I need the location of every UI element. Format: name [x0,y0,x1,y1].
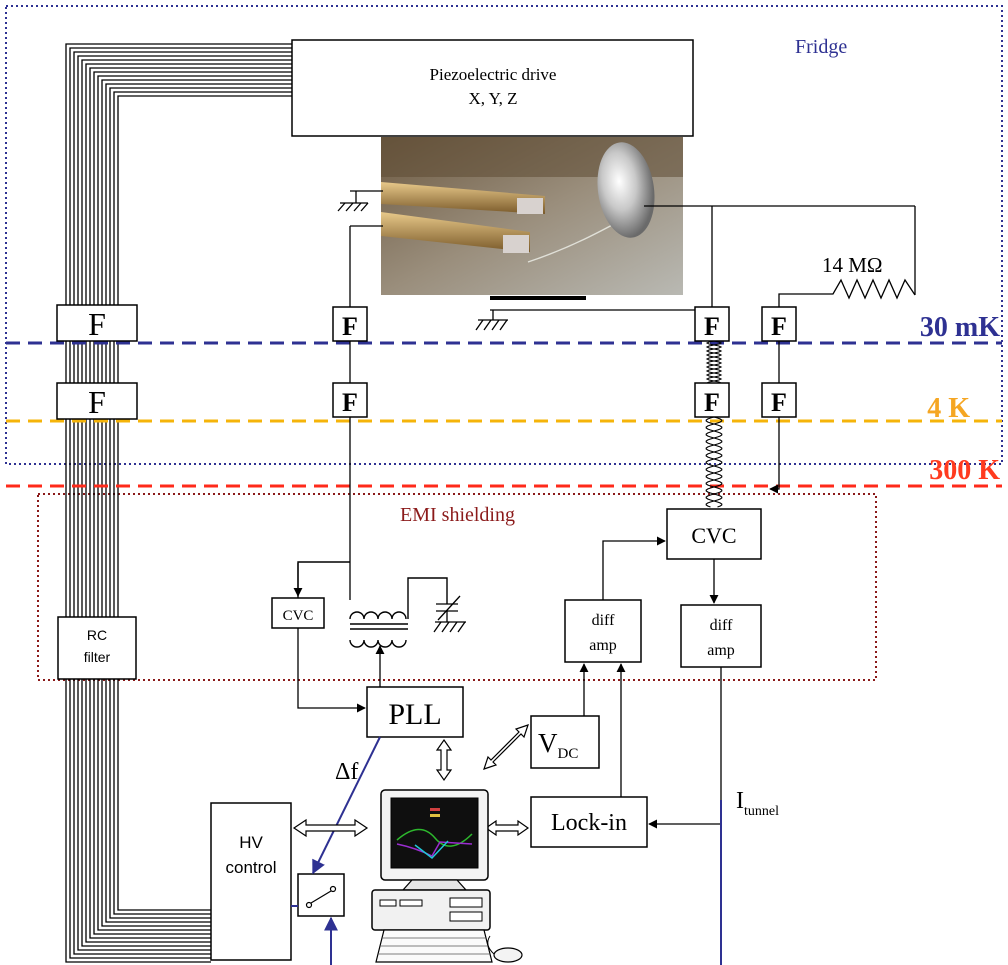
switch-box [298,874,344,916]
diff-amp-label: diff [592,612,615,629]
emi-shield-label: EMI shielding [400,504,515,526]
rc-filter-label: RC [87,627,107,643]
filter-label: F [342,388,358,417]
piezo-drive-box [292,40,693,136]
bundle-wire [102,80,292,926]
diff-amp-label: diff [710,617,733,634]
temp-300k: 300 K [929,455,1000,486]
variable-capacitor-symbol [434,596,466,632]
bundle-wire [114,92,292,914]
filter-label: F [771,388,787,417]
fridge-label: Fridge [795,36,847,58]
bundle-wire [98,76,292,930]
bundle-wire [110,88,292,918]
hv-control-label-2: control [225,858,276,877]
bundle-wire [106,84,292,922]
twisted-pair-upper [707,341,721,383]
lockin-label: Lock-in [551,810,627,836]
ground-symbol-top [338,191,383,211]
filter-label: F [88,306,106,342]
wire-cvc-to-pll [298,628,365,708]
diff-amp-label-2: amp [707,642,735,659]
cvc-label-tip: CVC [691,523,736,548]
computer-icon [372,790,522,962]
filter-label: F [704,388,720,417]
delta-f-line [313,737,380,873]
temp-30mk: 30 mK [920,312,1000,343]
hv-control-box [211,803,291,960]
ground-symbol-bottom [476,298,710,330]
filter-label: F [704,312,720,341]
filter-column-tip: F F [695,307,729,417]
pll-label: PLL [388,698,441,731]
tunnel-current-label: Itunnel [736,788,779,819]
bundle-wire [118,96,292,910]
piezo-drive-label: Piezoelectric drive [430,65,557,84]
temp-4k: 4 K [927,393,970,424]
piezo-axes-label: X, Y, Z [468,89,517,108]
resistor-symbol [779,280,915,307]
hv-control-label: HV [239,833,263,852]
delta-f-label: Δf [335,759,358,785]
filter-label: F [342,312,358,341]
filter-label: F [88,384,106,420]
rc-filter-label-2: filter [84,649,111,665]
filter-label: F [771,312,787,341]
sensor-photo [381,137,683,295]
cvc-label-pll: CVC [283,608,314,624]
resistor-label: 14 MΩ [822,253,883,277]
diff-amp-label-2: amp [589,637,617,654]
